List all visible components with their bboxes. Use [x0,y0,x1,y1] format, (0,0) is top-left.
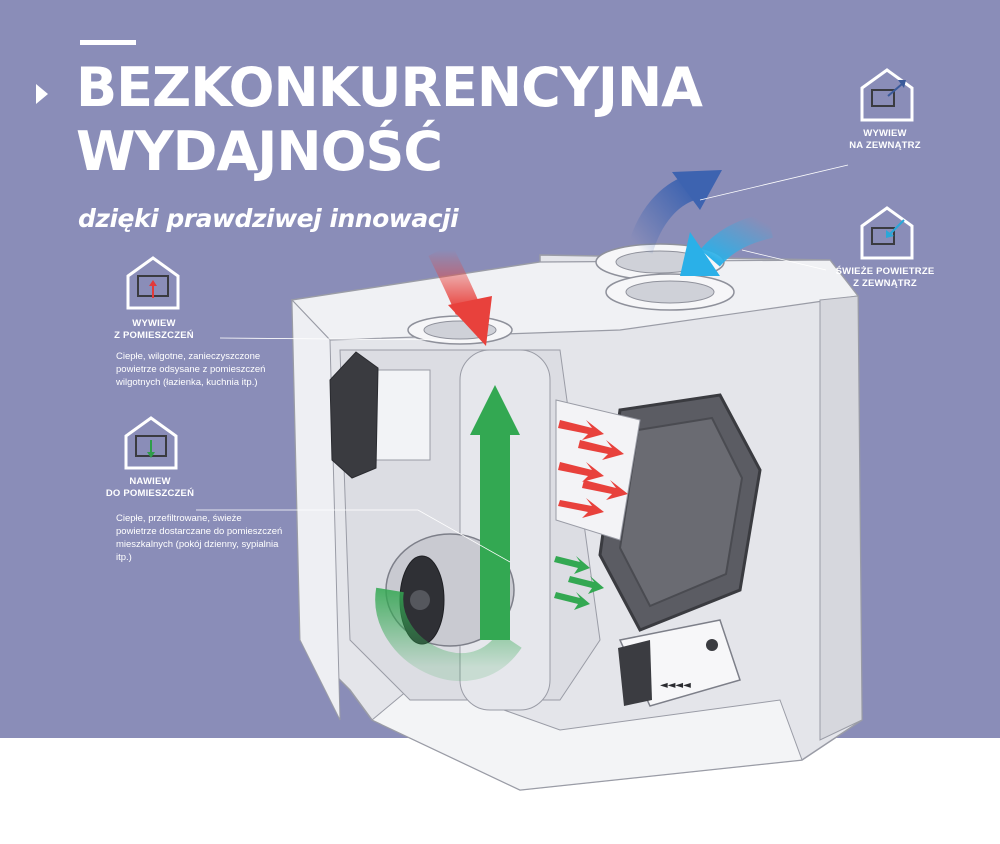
fresh-flow-arrows [554,556,604,610]
headline: BEZKONKURENCYJNA WYDAJNOŚĆ [76,56,703,184]
light-blue-air-arrow [680,212,774,276]
desc-exhaust-from-rooms: Ciepłe, wilgotne, zanieczyszczone powiet… [116,351,266,388]
dark-blue-air-arrow [627,170,722,254]
heat-exchanger [555,393,762,632]
house-arrow-out-icon [860,68,914,122]
house-arrow-in-icon [860,206,914,260]
control-module: ◄◄◄◄ [618,619,741,707]
green-air-arrow [375,385,522,682]
headline-line-2: WYDAJNOŚĆ [76,120,443,183]
leader-lines [196,164,849,563]
label-exhaust-from-rooms: WYWIEW Z POMIESZCZEŃ [114,318,194,341]
house-arrow-down-icon [124,416,178,470]
side-panel [329,351,379,479]
subtitle: dzięki prawdziwej innowacji [78,204,459,233]
label-supply-to-rooms: NAWIEW DO POMIESZCZEŃ [105,476,195,499]
svg-text:◄◄◄◄: ◄◄◄◄ [660,680,691,691]
label-exhaust-outside: WYWIEW NA ZEWNĄTRZ [849,128,921,151]
title-arrow-icon [36,84,48,104]
title-rule [80,40,136,45]
red-air-arrow [428,244,492,346]
house-arrow-up-icon [126,256,180,310]
warm-flow-arrows [558,420,628,518]
label-fresh-air-outside: ŚWIEŻE POWIETRZE Z ZEWNĄTRZ [835,266,935,289]
headline-line-1: BEZKONKURENCYJNA [76,56,703,119]
desc-supply-to-rooms: Ciepłe, przefiltrowane, świeże powietrze… [116,513,283,563]
